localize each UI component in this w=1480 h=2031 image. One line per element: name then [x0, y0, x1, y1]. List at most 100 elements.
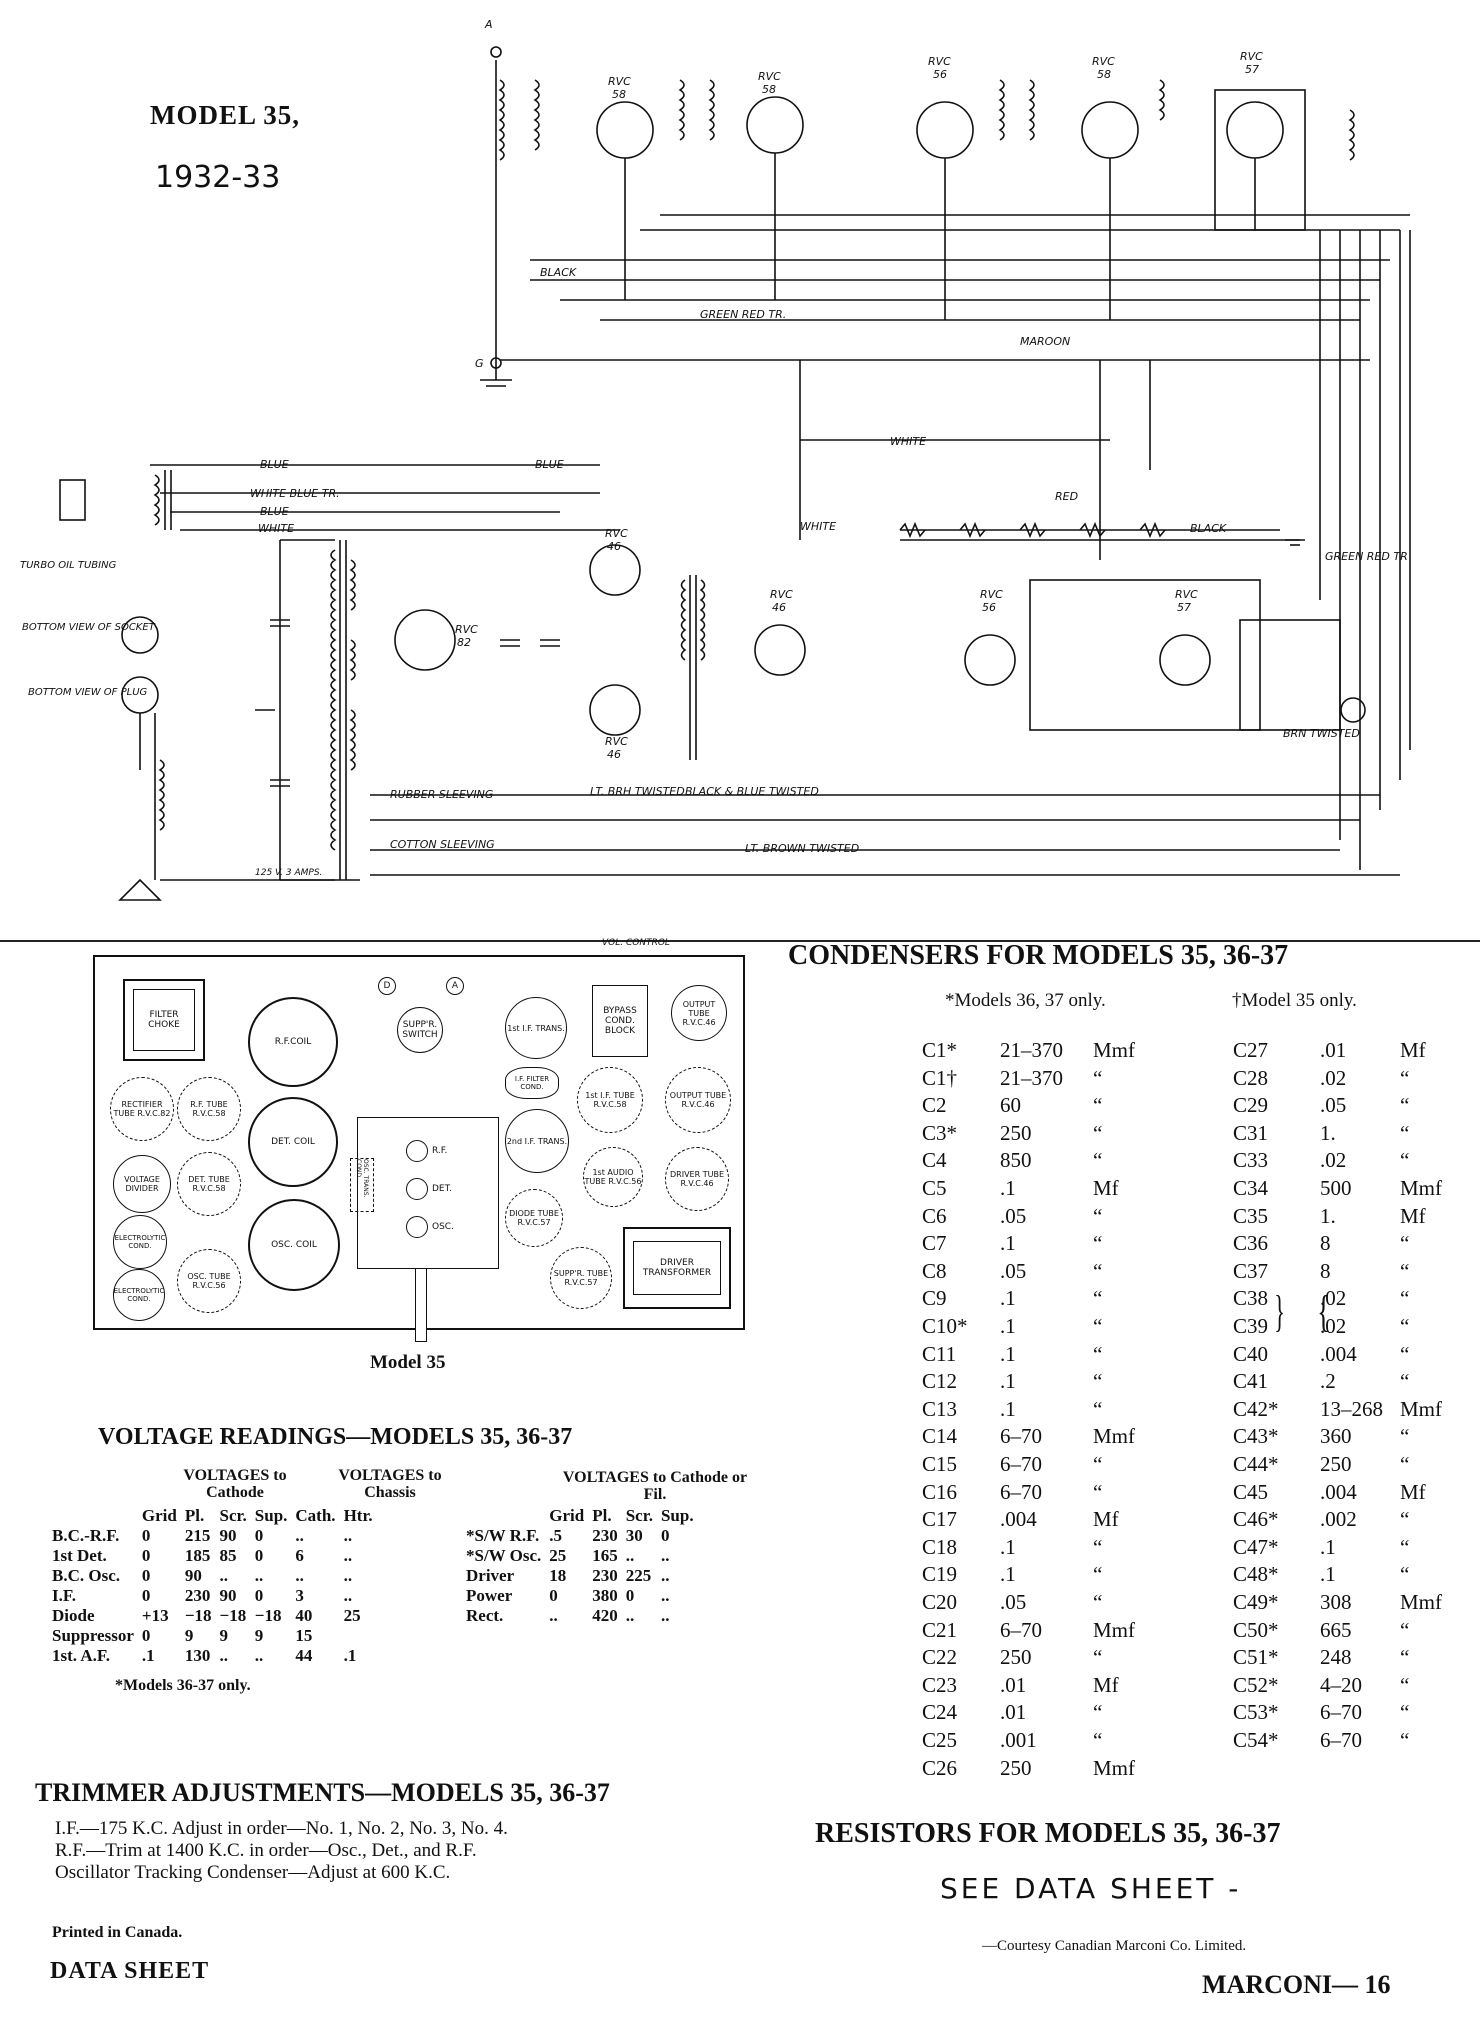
condenser-value: 4–20	[1320, 1672, 1362, 1697]
condenser-id: C11	[922, 1341, 957, 1366]
trimmer-title: TRIMMER ADJUSTMENTS—MODELS 35, 36-37	[35, 1778, 610, 1807]
suppr-switch: SUPP'R. SWITCH	[397, 1007, 443, 1053]
turbo-label: TURBO OIL TUBING	[20, 560, 117, 571]
chassis-shaft	[415, 1268, 427, 1342]
condenser-id: C1†	[922, 1065, 958, 1090]
condenser-value: 60	[1000, 1093, 1021, 1118]
voltage-group-2: VOLTAGES to Chassis	[338, 1467, 442, 1501]
tube-num: 57	[1177, 601, 1191, 614]
condenser-value: 250	[1000, 1755, 1032, 1780]
tube-label: RVC	[928, 55, 951, 68]
rf-gang-label: R.F.	[432, 1146, 448, 1156]
condenser-id: C41	[1233, 1369, 1269, 1394]
gang-condenser: OSC. TRANS. COND. R.F. DET. OSC.	[350, 1117, 499, 1269]
condenser-id: C20	[922, 1590, 958, 1614]
condenser-unit: “	[1400, 1314, 1410, 1338]
condenser-unit: Mmf	[1400, 1590, 1442, 1614]
blue-wire-label: BLUE	[260, 505, 289, 518]
rf-coil: R.F.COIL	[248, 997, 338, 1087]
tube-label: RVC	[1175, 588, 1198, 601]
condenser-id: C12	[922, 1369, 958, 1394]
condenser-unit: “	[1093, 1231, 1103, 1256]
condenser-unit: Mf	[1400, 1038, 1426, 1062]
condenser-value: .004	[1320, 1479, 1357, 1504]
condenser-id: C22	[922, 1645, 958, 1670]
bypass-block: BYPASS COND. BLOCK	[592, 985, 648, 1057]
condenser-id: C26	[922, 1755, 958, 1780]
model-title: MODEL 35,	[150, 100, 301, 130]
terminal-a-label: A	[484, 18, 493, 31]
condenser-value: 250	[1000, 1645, 1032, 1670]
condenser-value: 665	[1320, 1617, 1352, 1642]
condenser-value: .01	[1320, 1038, 1347, 1062]
condenser-unit: “	[1093, 1314, 1103, 1338]
condenser-value: .004	[1000, 1507, 1037, 1532]
tube-num: 82	[457, 636, 471, 649]
condenser-value: .1	[1000, 1176, 1016, 1200]
trimmer-line: R.F.—Trim at 1400 K.C. in order—Osc., De…	[55, 1840, 477, 1861]
condenser-value: .01	[1000, 1700, 1027, 1725]
tube-label: RVC	[1092, 55, 1115, 68]
tube-num: 46	[607, 540, 621, 553]
condenser-id: C24	[922, 1700, 958, 1725]
condenser-unit: Mmf	[1400, 1396, 1442, 1421]
mark-a: A	[446, 977, 464, 995]
condenser-unit: “	[1093, 1645, 1103, 1670]
condenser-value: 8	[1320, 1258, 1331, 1283]
tube-num: 58	[1097, 68, 1111, 81]
condenser-unit: “	[1400, 1231, 1410, 1256]
condenser-value: .1	[1000, 1369, 1016, 1394]
condenser-id: C43*	[1233, 1424, 1279, 1449]
condenser-id: C40	[1233, 1341, 1269, 1366]
electrolytic-2: ELECTROLYTIC COND.	[113, 1269, 165, 1321]
condenser-unit: “	[1400, 1452, 1410, 1476]
tube-label: RVC	[1240, 50, 1263, 63]
condenser-id: C1*	[922, 1038, 958, 1062]
condenser-value: .1	[1000, 1231, 1016, 1256]
condenser-id: C37	[1233, 1258, 1269, 1283]
first-if-tube: 1st I.F. TUBE R.V.C.58	[577, 1067, 643, 1133]
model-years: 1932-33	[155, 160, 281, 195]
condenser-id: C45	[1233, 1479, 1269, 1504]
condenser-unit: “	[1400, 1534, 1410, 1559]
page-number: MARCONI— 16	[1202, 1970, 1391, 1999]
condenser-value: 6–70	[1000, 1424, 1042, 1449]
white-vert-label: WHITE	[800, 520, 836, 533]
voltage-footnote: *Models 36-37 only.	[115, 1677, 251, 1694]
socket-label: BOTTOM VIEW OF SOCKET	[22, 622, 156, 633]
brntwisted-label: BRN TWISTED	[1283, 727, 1360, 740]
condenser-value: .02	[1320, 1148, 1347, 1173]
condenser-id: C34	[1233, 1176, 1269, 1200]
condenser-value: .01	[1000, 1672, 1027, 1697]
condenser-id: C31	[1233, 1120, 1269, 1145]
condenser-id: C36	[1233, 1231, 1269, 1256]
condenser-value: .2	[1320, 1369, 1336, 1394]
condenser-value: .1	[1000, 1534, 1016, 1559]
condenser-unit: Mf	[1093, 1507, 1119, 1532]
condenser-value: .004	[1320, 1341, 1357, 1366]
condenser-id: C28	[1233, 1065, 1269, 1090]
tube-label: RVC	[758, 70, 781, 83]
rf-tube: R.F. TUBE R.V.C.58	[177, 1077, 241, 1141]
ltbrown-label: LT. BROWN TWISTED	[745, 842, 859, 855]
condenser-id: C14	[922, 1424, 958, 1449]
condenser-unit: “	[1093, 1700, 1103, 1725]
condenser-unit: “	[1400, 1645, 1410, 1670]
condenser-unit: Mf	[1400, 1479, 1426, 1504]
condenser-value: 250	[1000, 1120, 1032, 1145]
condenser-value: 360	[1320, 1424, 1352, 1449]
condenser-id: C42*	[1233, 1396, 1279, 1421]
condenser-unit: “	[1400, 1148, 1410, 1173]
voltage-title: VOLTAGE READINGS—MODELS 35, 36-37	[98, 1424, 573, 1450]
condenser-value: .1	[1000, 1286, 1016, 1311]
condenser-unit: “	[1400, 1065, 1410, 1090]
ltbrh-label: LT. BRH TWISTED	[590, 785, 685, 798]
